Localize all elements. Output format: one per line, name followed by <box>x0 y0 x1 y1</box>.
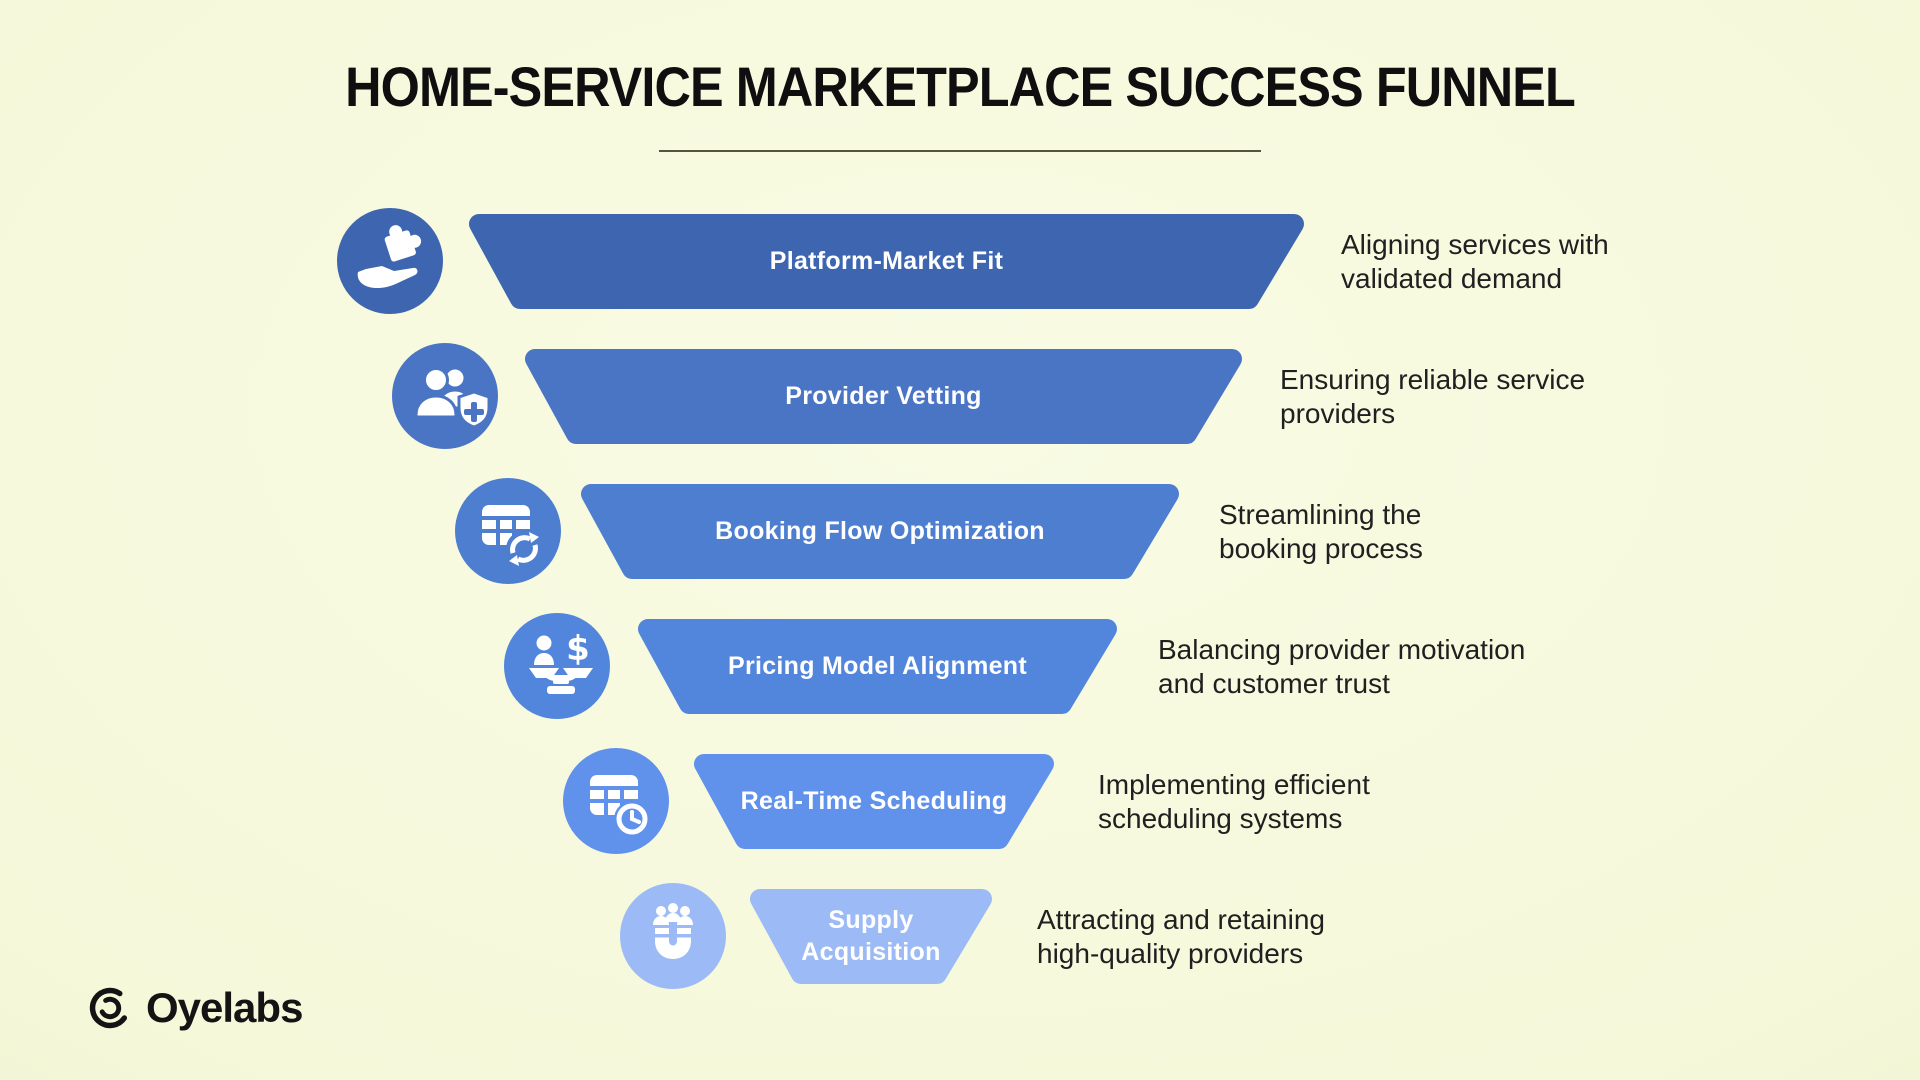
icon-circle <box>337 208 443 314</box>
stage-label-4: Pricing Model Alignment <box>727 651 1028 680</box>
svg-text:$: $ <box>566 629 590 669</box>
funnel-bar-shape <box>750 889 992 984</box>
funnel-bar-5 <box>694 754 1054 849</box>
funnel-bar-6 <box>750 889 992 984</box>
brand-name: Oyelabs <box>146 984 303 1031</box>
funnel-bar-shape <box>638 619 1117 714</box>
title-underline <box>659 150 1261 152</box>
hand-puzzle-icon <box>337 208 443 314</box>
stage-description-1: Aligning services with validated demand <box>1341 228 1609 294</box>
stage-label-6: Supply Acquisition <box>801 906 941 966</box>
stage-label-5: Real-Time Scheduling <box>740 786 1008 815</box>
stage-label-2: Provider Vetting <box>785 381 982 410</box>
icon-circle <box>504 613 610 719</box>
icon-circle <box>620 883 726 989</box>
funnel-bar-2 <box>525 349 1242 444</box>
stage-description-6: Attracting and retaining high-quality pr… <box>1037 903 1325 969</box>
stage-description-2: Ensuring reliable service providers <box>1280 363 1586 429</box>
stage-description-5: Implementing efficient scheduling system… <box>1098 768 1370 834</box>
stage-label-3: Booking Flow Optimization <box>715 516 1045 545</box>
magnet-people-icon <box>620 883 726 989</box>
funnel-bar-1 <box>469 214 1304 309</box>
oyelabs-logo-icon <box>89 987 131 1029</box>
stage-description-3: Streamlining the booking process <box>1219 498 1423 564</box>
person-dollar-balance-icon: $ <box>504 613 610 719</box>
page-title: HOME-SERVICE MARKETPLACE SUCCESS FUNNEL <box>345 55 1576 118</box>
brand-logo: Oyelabs <box>86 984 303 1032</box>
funnel-bar-4 <box>638 619 1117 714</box>
funnel-bar-shape <box>581 484 1179 579</box>
calendar-refresh-icon <box>455 478 561 584</box>
funnel-bar-shape <box>694 754 1054 849</box>
users-shield-plus-icon <box>392 343 498 449</box>
stage-description-4: Balancing provider motivation and custom… <box>1158 633 1526 699</box>
funnel-bar-shape <box>525 349 1242 444</box>
funnel-bar-3 <box>581 484 1179 579</box>
calendar-clock-icon <box>563 748 669 854</box>
funnel-bar-shape <box>469 214 1304 309</box>
stage-label-1: Platform-Market Fit <box>769 246 1004 275</box>
